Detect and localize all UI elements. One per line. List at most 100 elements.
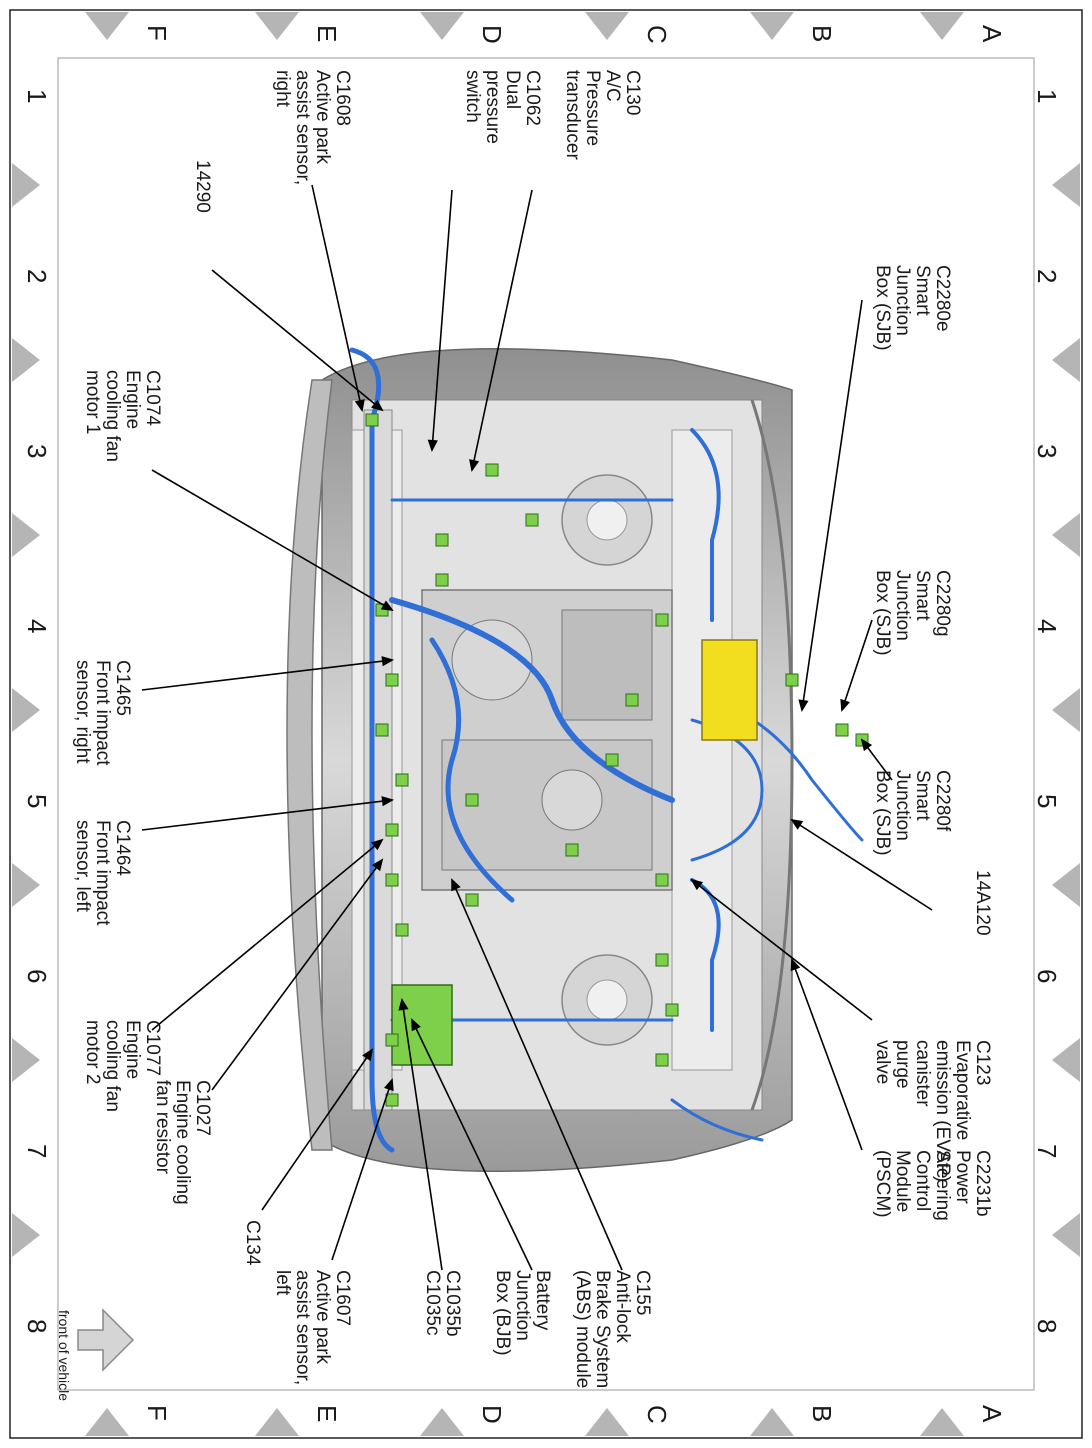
leader-arrowhead xyxy=(798,699,809,713)
leader-line xyxy=(141,799,393,831)
callout-c130: C130 A/C Pressure transducer xyxy=(562,70,643,160)
grid-column-label: 2 xyxy=(22,269,52,284)
grid-row-label: C xyxy=(642,25,672,44)
leader-line xyxy=(151,469,393,611)
leader-arrowhead xyxy=(790,958,801,972)
callout-c2280f: C2280f Smart Junction Box (SJB) xyxy=(872,770,953,856)
leader-arrowhead xyxy=(371,858,384,872)
connector-marker xyxy=(435,533,449,547)
leader-line xyxy=(211,269,383,411)
connector-marker xyxy=(835,723,849,737)
callout-bjb: Battery Junction Box (BJB) xyxy=(492,1270,553,1356)
connector-marker xyxy=(395,773,409,787)
connector-marker xyxy=(395,923,409,937)
grid-marker xyxy=(585,12,629,40)
grid-marker xyxy=(255,12,299,40)
inner-frame xyxy=(57,57,1035,1391)
leader-line xyxy=(151,839,383,1031)
connector-marker xyxy=(655,613,669,627)
connector-marker xyxy=(385,673,399,687)
connector-marker xyxy=(525,513,539,527)
leader-line xyxy=(331,1079,393,1261)
grid-marker xyxy=(12,513,40,557)
grid-row-label: D xyxy=(477,25,507,44)
grid-marker xyxy=(750,12,794,40)
vehicle-body xyxy=(286,348,794,1172)
module-block xyxy=(701,639,758,741)
connector-marker xyxy=(385,1093,399,1107)
connector-marker xyxy=(565,843,579,857)
grid-row-label: D xyxy=(477,1405,507,1424)
grid-marker xyxy=(920,1408,964,1436)
callout-c2280e: C2280e Smart Junction Box (SJB) xyxy=(872,265,953,351)
connectors xyxy=(365,413,869,1107)
leader-arrowhead xyxy=(381,656,395,667)
leader-arrowhead xyxy=(383,1078,394,1092)
grid-marker xyxy=(420,1408,464,1436)
connector-marker xyxy=(605,753,619,767)
callout-c123: C123 Evaporative emission (EVAP) caniste… xyxy=(872,1040,993,1183)
grid-column-label: 6 xyxy=(22,969,52,984)
leader-line xyxy=(261,1049,373,1211)
leader-line xyxy=(841,619,873,711)
grid-row-label: B xyxy=(807,25,837,43)
connector-marker xyxy=(665,1003,679,1017)
leader-arrowhead xyxy=(371,399,384,412)
callout-14a120: 14A120 xyxy=(972,870,993,936)
grid-row-label: E xyxy=(312,1405,342,1423)
grid-marker xyxy=(12,1038,40,1082)
callout-c155: C155 Anti-lock Brake System (ABS) module xyxy=(572,1270,653,1389)
connector-marker xyxy=(365,413,379,427)
leader-arrowhead xyxy=(427,439,438,453)
leader-arrowhead xyxy=(790,818,804,830)
callout-c134: C134 xyxy=(242,1220,263,1266)
leader-line xyxy=(791,959,863,1151)
leader-arrowhead xyxy=(398,997,409,1011)
grid-row-label: E xyxy=(312,25,342,43)
leader-line xyxy=(211,859,383,1091)
grid-marker xyxy=(85,12,129,40)
connector-marker xyxy=(385,873,399,887)
leader-line xyxy=(141,659,393,691)
grid-row-label: A xyxy=(977,1405,1007,1423)
grid-row-label: C xyxy=(642,1405,672,1424)
grid-marker xyxy=(1052,1038,1080,1082)
grid-row-label: B xyxy=(807,1405,837,1423)
leader-arrowhead xyxy=(381,796,395,807)
front-arrow xyxy=(77,1308,135,1372)
leader-arrowhead xyxy=(840,698,851,712)
callout-c1607: C1607 Active park assist sensor, left xyxy=(272,1270,353,1386)
grid-marker xyxy=(12,338,40,382)
connector-marker xyxy=(465,893,479,907)
leader-arrowhead xyxy=(860,738,873,752)
grid-marker xyxy=(1052,163,1080,207)
leader-line xyxy=(431,189,453,451)
grid-column-label: 3 xyxy=(1032,444,1062,459)
leader-line xyxy=(791,819,933,911)
grid-column-label: 8 xyxy=(1032,1319,1062,1334)
connector-marker xyxy=(485,463,499,477)
grid-marker xyxy=(12,163,40,207)
grid-column-label: 5 xyxy=(1032,794,1062,809)
grid-marker xyxy=(12,1213,40,1257)
grid-column-label: 2 xyxy=(1032,269,1062,284)
grid-column-label: 3 xyxy=(22,444,52,459)
grid-marker xyxy=(420,12,464,40)
connector-marker xyxy=(655,873,669,887)
callout-c1035: C1035b C1035c xyxy=(422,1270,463,1337)
leader-arrowhead xyxy=(469,459,480,473)
leader-line xyxy=(311,184,363,411)
leader-lines xyxy=(141,184,933,1271)
callout-14290: 14290 xyxy=(192,160,213,213)
grid-row-label: F xyxy=(142,1405,172,1421)
connector-marker xyxy=(385,823,399,837)
grid-column-label: 1 xyxy=(1032,89,1062,104)
grid-row-label: F xyxy=(142,25,172,41)
callout-c1077: C1077 Engine cooling fan motor 2 xyxy=(82,1020,163,1112)
grid-marker xyxy=(85,1408,129,1436)
grid-column-label: 8 xyxy=(22,1319,52,1334)
grid-marker xyxy=(12,688,40,732)
callout-c1608: C1608 Active park assist sensor, right xyxy=(272,70,353,186)
leader-arrowhead xyxy=(354,399,365,413)
